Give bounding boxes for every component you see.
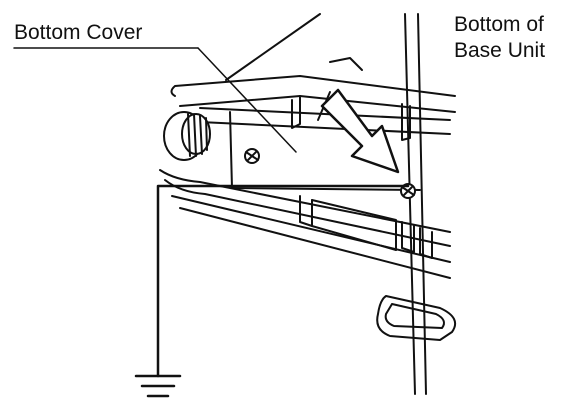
device-outline <box>159 13 456 395</box>
screw-icon <box>400 183 416 199</box>
ground-wire <box>156 184 410 378</box>
ground-symbol-icon <box>134 374 182 398</box>
bottom-of-base-line1: Bottom of <box>454 13 544 36</box>
bottom-of-base-unit-label: Bottom of Base Unit <box>454 12 545 64</box>
bottom-cover-leader <box>13 47 297 153</box>
hollow-arrow-icon <box>320 88 400 174</box>
screw-icon <box>244 148 260 164</box>
thumb-knob <box>163 111 211 161</box>
bottom-of-base-line2: Base Unit <box>454 39 546 62</box>
bottom-cover-label: Bottom Cover <box>14 21 143 44</box>
